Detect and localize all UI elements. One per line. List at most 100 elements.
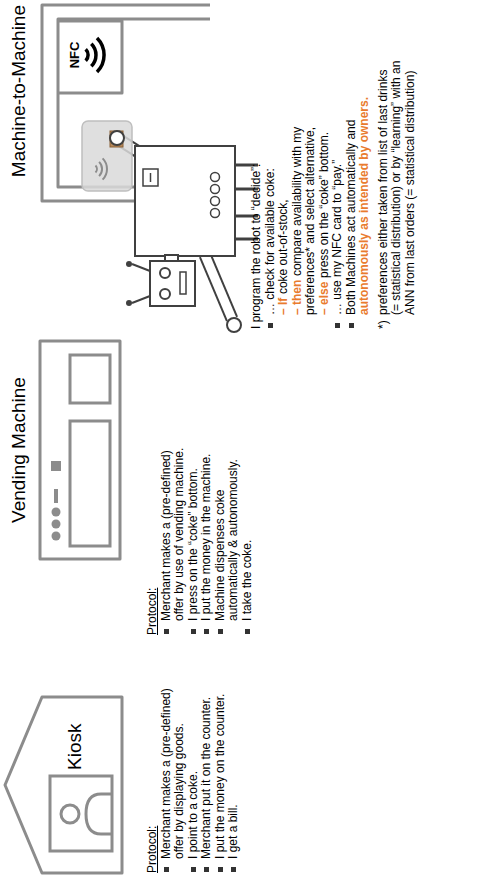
kiosk-house: Kiosk [2,694,124,876]
outline-path [5,697,122,873]
text-row: Protocol: [146,425,160,635]
text-row: Merchant makes a (pre-defined) offer by … [160,663,187,873]
vending-window [70,421,110,546]
protocol-text: I point to a coke. [186,771,200,859]
text-row: I put the money in the machine. [200,425,214,635]
text-row: – If coke out-of-stock, [277,57,291,329]
robot-switch [150,173,152,182]
bullet-marker [204,867,209,872]
robot-arm [205,255,232,319]
text-row: – else press on the “coke” bottom. [318,57,332,329]
coin-slot [54,489,58,503]
robot-hand [227,318,241,332]
outline-path [40,341,120,559]
highlight-text: – else [317,282,331,315]
robot-hand [110,131,124,145]
protocol-text: Protocol: [145,588,159,635]
card-chip [110,131,123,147]
text-row: I press on the “coke” bottom. [187,425,201,635]
protocol-text: Both Machines act automatically and [344,120,358,315]
text-row: I get a bill. [227,663,241,873]
robot-light [211,197,220,206]
footnote-marker: *) [377,320,391,329]
protocol-text: I program the robot to “decide”: [249,164,263,329]
protocol-text: Merchant makes a (pre-defined) offer by … [159,448,187,621]
node-heading: Kiosk [64,704,86,770]
bullet-marker [191,867,196,872]
protocol-text: Merchant put it on the counter. [199,697,213,859]
text-row: I put the money on the counter. [214,663,228,873]
text-row: I take the coke. [241,425,255,635]
protocol-text: Protocol: [145,826,159,873]
text-column: I program the robot to “decide”:… check … [250,57,417,329]
highlight-text: autonomously as intended by owners. [358,61,372,315]
text-row: I program the robot to “decide”: [250,57,264,329]
protocol-text: I take the coke. [240,540,254,621]
text-row: Merchant makes a (pre-defined) offer by … [160,425,187,635]
robot-head [150,261,195,306]
merchant-body [86,794,112,834]
bullet-marker [245,629,250,634]
robot-light [211,173,220,182]
vending-button [52,532,61,541]
protocol-text: preferences either taken from list of la… [376,61,417,315]
node-outline [2,694,124,876]
nfc-card [82,121,132,191]
highlight-text: – If [276,298,290,315]
vending-button [52,520,61,529]
bullet-marker [191,629,196,634]
bullet-marker [164,629,169,634]
text-row: Merchant put it on the counter. [200,663,214,873]
robot-switch [143,169,158,186]
robot-antenna [132,296,150,303]
text-row: Protocol: [146,663,160,873]
text-row: *) preferences either taken from list of … [377,57,418,329]
protocol-text: I press on the “coke” bottom. [186,468,200,621]
vending-output [70,355,110,403]
robot-antenna [132,264,150,271]
text-row: … check for available coke: [264,57,278,329]
protocol-text: coke out-of-stock, [276,199,290,294]
bullet-marker [335,323,340,328]
text-row: Machine dispenses coke automatically & a… [214,425,241,635]
bullet-marker [218,867,223,872]
robot-light [211,209,220,218]
kiosk-window [50,776,112,851]
text-row: – thencompare availability with my prefe… [291,57,318,329]
robot-eye [160,268,170,278]
bullet-marker [349,323,354,328]
bullet-marker [218,629,223,634]
highlight-text: – then [290,280,304,315]
text-row: Both Machines act automatically andauton… [345,57,372,329]
node-label: NFC [64,27,86,83]
bullet-marker [164,867,169,872]
vending-key [51,461,61,471]
protocol-text: Merchant makes a (pre-defined) offer by … [159,688,187,859]
text-row: … use my NFC card to “pay.” [331,57,345,329]
protocol-text: press on the “coke” bottom. [317,132,331,278]
card-nfc-symbol [96,158,107,179]
bullet-marker [268,323,273,328]
robot-arm [205,255,232,319]
protocol-text: … use my NFC card to “pay.” [330,160,344,315]
node-heading: Machine-to-Machine [8,5,30,209]
text-column: Protocol:Merchant makes a (pre-defined) … [146,425,254,635]
robot-antenna [126,300,132,306]
text-row: I point to a coke. [187,663,201,873]
node-heading: Vending Machine [8,337,30,563]
protocol-text: … check for available coke: [263,168,277,315]
robot-body [135,146,235,256]
vending-machine: Vending Machine [6,337,124,563]
protocol-text: I put the money on the counter. [213,694,227,859]
vending-button [52,508,61,517]
bullet-marker [204,629,209,634]
robot-light [211,185,220,194]
text-column: Protocol:Merchant makes a (pre-defined) … [146,663,241,873]
robot-eye [160,289,170,299]
merchant-head [61,805,79,823]
